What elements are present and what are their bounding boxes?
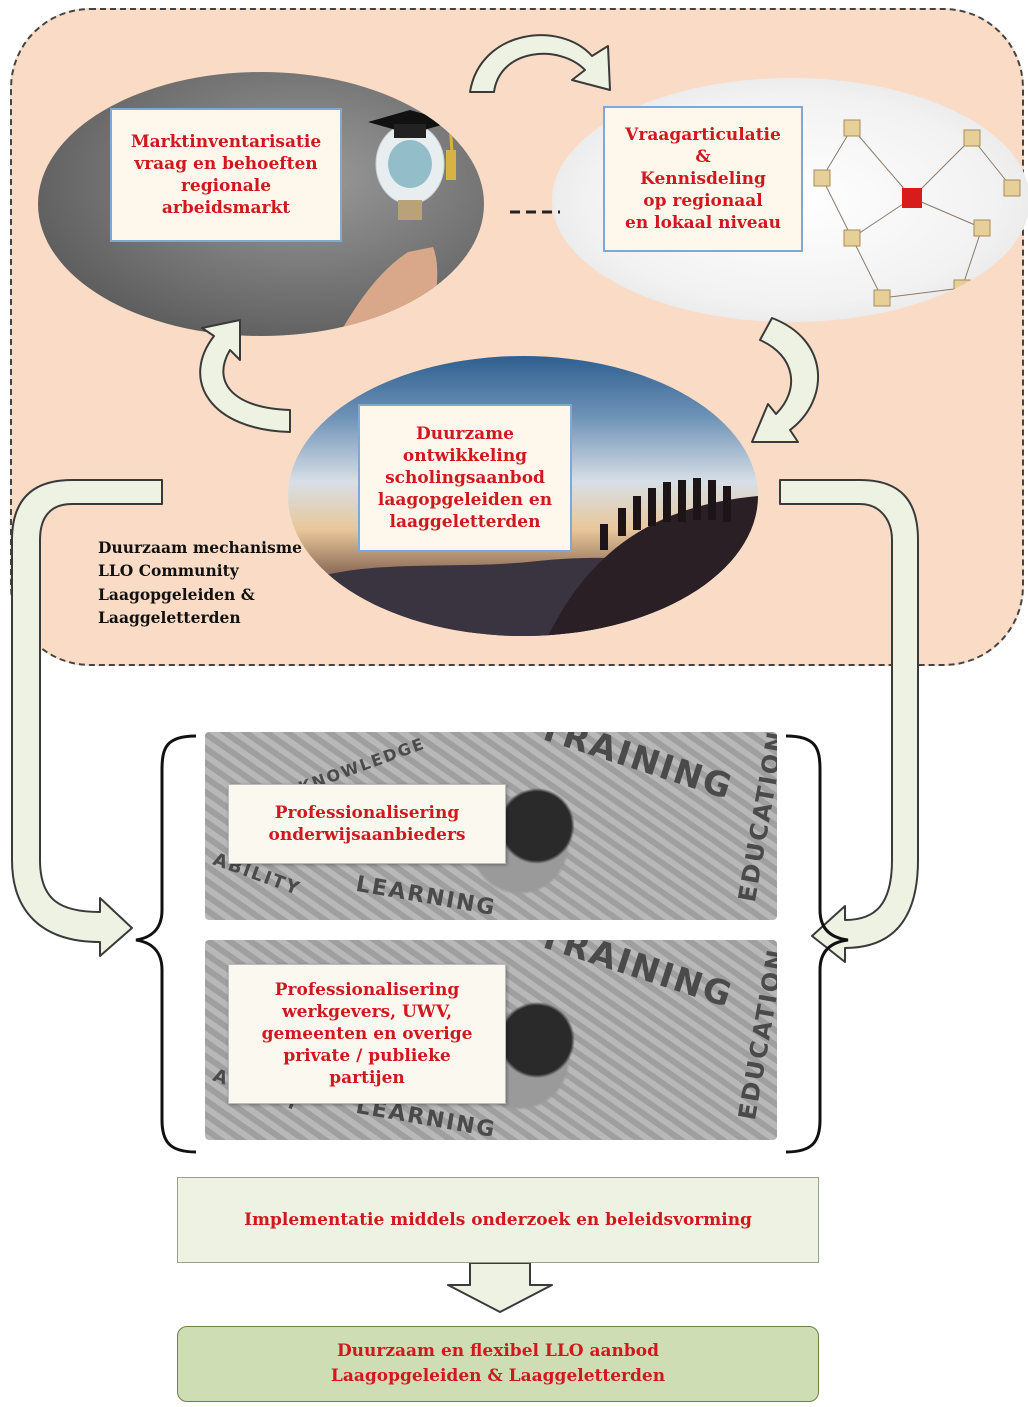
right-curly-bracket <box>785 734 849 1154</box>
professionalisation-employers-box: Professionalisering werkgevers, UWV, gem… <box>228 964 506 1104</box>
market-inventory-box: Marktinventarisatie vraag en behoeften r… <box>110 108 342 242</box>
professionalisation-employers-label: Professionalisering werkgevers, UWV, gem… <box>261 979 473 1089</box>
long-arrow-right <box>779 479 919 963</box>
implementation-box: Implementatie middels onderzoek en belei… <box>177 1177 819 1263</box>
professionalisation-providers-box: Professionalisering onderwijsaanbieders <box>228 784 506 864</box>
demand-articulation-box: Vraagarticulatie & Kennisdeling op regio… <box>603 106 803 252</box>
outcome-box: Duurzaam en flexibel LLO aanbod Laagopge… <box>177 1326 819 1402</box>
network-icon <box>813 119 1021 307</box>
outcome-label: Duurzaam en flexibel LLO aanbod Laagopge… <box>330 1340 666 1387</box>
down-arrow <box>447 1262 553 1313</box>
long-arrow-left <box>11 479 163 957</box>
demand-articulation-label: Vraagarticulatie & Kennisdeling op regio… <box>625 124 781 234</box>
community-caption: Duurzaam mechanisme LLO Community Laagop… <box>98 538 302 627</box>
left-curly-bracket <box>135 734 197 1154</box>
curved-arrow-left <box>199 319 291 433</box>
sustainable-development-box: Duurzame ontwikkeling scholingsaanbod la… <box>358 404 572 552</box>
market-inventory-label: Marktinventarisatie vraag en behoeften r… <box>130 131 322 219</box>
curved-arrow-top <box>469 34 611 93</box>
sustainable-development-label: Duurzame ontwikkeling scholingsaanbod la… <box>377 423 553 533</box>
professionalisation-providers-label: Professionalisering onderwijsaanbieders <box>268 802 466 845</box>
curved-arrow-right <box>751 317 819 443</box>
implementation-label: Implementatie middels onderzoek en belei… <box>244 1210 752 1230</box>
